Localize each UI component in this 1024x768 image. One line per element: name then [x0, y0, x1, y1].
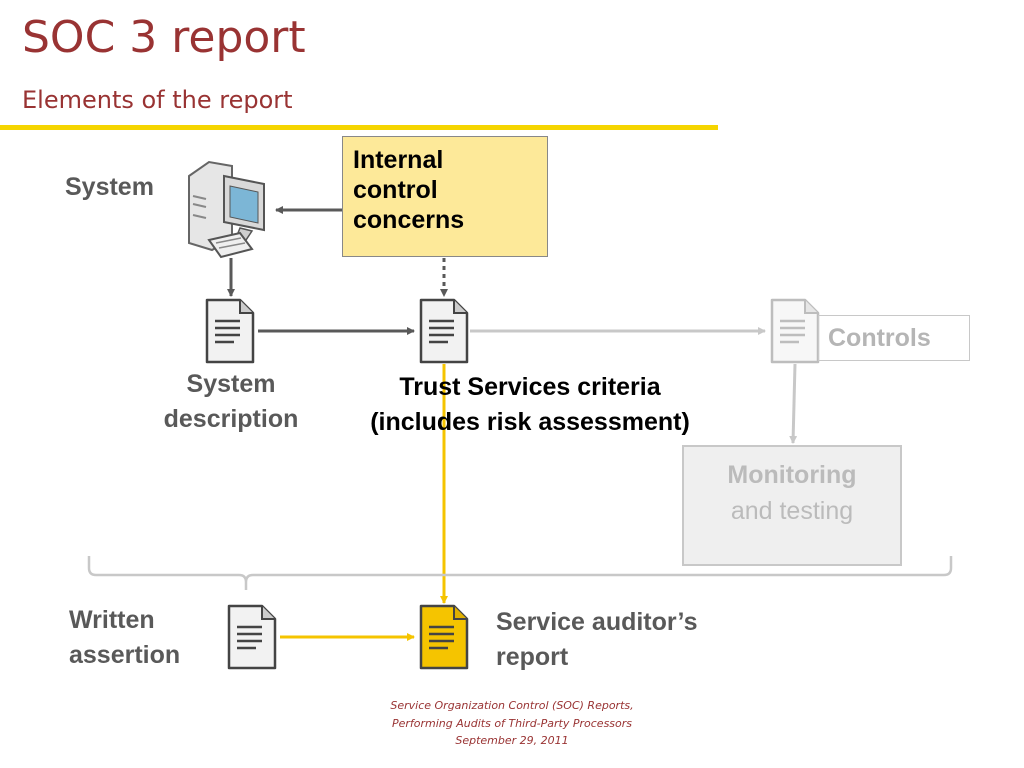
concerns-line-3: concerns: [353, 206, 465, 234]
auditor-report-document-icon: [419, 604, 469, 670]
assertion-document-icon: [227, 604, 277, 670]
page-title: SOC 3 report: [22, 12, 306, 63]
page-subtitle: Elements of the report: [22, 86, 293, 114]
controls-box: Controls: [818, 315, 970, 361]
footer-citation: Service Organization Control (SOC) Repor…: [312, 697, 712, 750]
system-description-line-1: System: [186, 370, 276, 398]
internal-control-concerns-box: Internal control concerns: [342, 136, 548, 257]
auditor-report-line-2: report: [496, 643, 569, 671]
grouping-brace: [87, 556, 953, 590]
concerns-line-2: control: [353, 176, 438, 204]
service-auditor-report-label: Service auditor’s report: [496, 605, 697, 675]
monitoring-testing-box: Monitoring and testing: [682, 445, 902, 566]
system-description-document-icon: [205, 298, 255, 364]
arrow-controls-to-monitoring: [789, 363, 798, 444]
system-label: System: [65, 173, 154, 201]
criteria-document-icon: [419, 298, 469, 364]
system-description-label: System description: [136, 367, 326, 437]
criteria-line-2: (includes risk assessment): [370, 408, 690, 436]
concerns-line-1: Internal: [353, 146, 444, 174]
title-underline: [0, 125, 718, 130]
assertion-line-1: Written: [69, 606, 155, 634]
criteria-line-1: Trust Services criteria: [399, 373, 661, 401]
footer-line-2: Performing Audits of Third-Party Process…: [391, 716, 633, 730]
system-description-line-2: description: [163, 405, 299, 433]
assertion-line-2: assertion: [69, 641, 181, 669]
footer-line-1: Service Organization Control (SOC) Repor…: [390, 699, 634, 712]
controls-document-icon: [770, 298, 820, 364]
monitoring-line-1: Monitoring: [727, 461, 857, 489]
trust-services-criteria-label: Trust Services criteria (includes risk a…: [330, 370, 730, 440]
written-assertion-label: Written assertion: [69, 603, 180, 673]
monitoring-line-2: and testing: [730, 497, 854, 526]
footer-line-3: September 29, 2011: [455, 734, 569, 748]
auditor-report-line-1: Service auditor’s: [496, 608, 698, 636]
computer-icon: [188, 160, 265, 259]
